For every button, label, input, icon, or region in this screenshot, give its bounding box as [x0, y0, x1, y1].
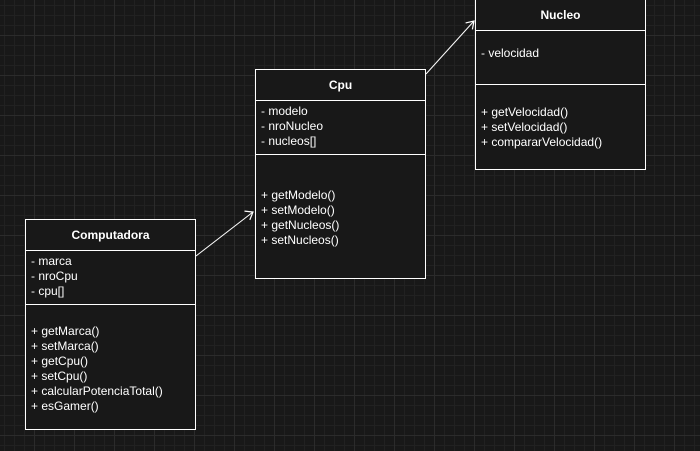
- method-compararvelocidad: + compararVelocidad(): [481, 135, 603, 149]
- class-header: Nucleo: [476, 0, 645, 31]
- method-esgamer: + esGamer(): [31, 399, 99, 413]
- method-getvelocidad: + getVelocidad(): [481, 105, 569, 119]
- attribute-nrocpu: - nroCpu: [31, 269, 78, 283]
- association-computadora-cpu[interactable]: [195, 210, 254, 257]
- method-getmarca: + getMarca(): [31, 324, 100, 338]
- attribute-nucleos: - nucleos[]: [261, 134, 317, 148]
- attribute-cpu: - cpu[]: [31, 284, 65, 298]
- class-name-computadora: Computadora: [71, 228, 150, 242]
- method-getnucleos: + getNucleos(): [261, 218, 340, 232]
- class-header: Computadora: [26, 220, 195, 251]
- method-getmodelo: + getModelo(): [261, 188, 336, 202]
- attributes-section: - marca - nroCpu - cpu[]: [26, 251, 195, 305]
- methods-section: + getVelocidad() + setVelocidad() + comp…: [476, 85, 645, 150]
- association-line-computadora-cpu[interactable]: [195, 211, 254, 257]
- class-box-cpu[interactable]: Cpu - modelo - nroNucleo - nucleos[] + g…: [255, 69, 426, 279]
- method-setnucleos: + setNucleos(): [261, 233, 339, 247]
- class-name-nucleo: Nucleo: [540, 7, 581, 22]
- methods-section: + getMarca() + setMarca() + getCpu() + s…: [26, 305, 195, 414]
- attributes-section: - velocidad: [476, 31, 645, 85]
- method-setmarca: + setMarca(): [31, 339, 99, 353]
- arrowhead-cpu: [244, 210, 254, 221]
- arrowhead-nucleo: [465, 20, 475, 30]
- method-setcpu: + setCpu(): [31, 369, 88, 383]
- attribute-nronucleo: - nroNucleo: [261, 119, 324, 133]
- method-getcpu: + getCpu(): [31, 354, 89, 368]
- method-setmodelo: + setModelo(): [261, 203, 335, 217]
- attribute-velocidad: - velocidad: [481, 46, 540, 60]
- method-setvelocidad: + setVelocidad(): [481, 120, 568, 134]
- attributes-section: - modelo - nroNucleo - nucleos[]: [256, 101, 425, 155]
- class-box-computadora[interactable]: Computadora - marca - nroCpu - cpu[] + g…: [25, 219, 196, 430]
- methods-section: + getModelo() + setModelo() + getNucleos…: [256, 155, 425, 248]
- method-calcularpotenciatotal: + calcularPotenciaTotal(): [31, 384, 163, 398]
- attribute-modelo: - modelo: [261, 104, 308, 118]
- class-box-nucleo[interactable]: Nucleo - velocidad + getVelocidad() + se…: [475, 0, 646, 170]
- class-header: Cpu: [256, 70, 425, 101]
- association-cpu-nucleo[interactable]: [425, 20, 475, 75]
- attribute-marca: - marca: [31, 254, 72, 268]
- association-line-cpu-nucleo[interactable]: [425, 20, 475, 75]
- class-name-cpu: Cpu: [328, 78, 353, 92]
